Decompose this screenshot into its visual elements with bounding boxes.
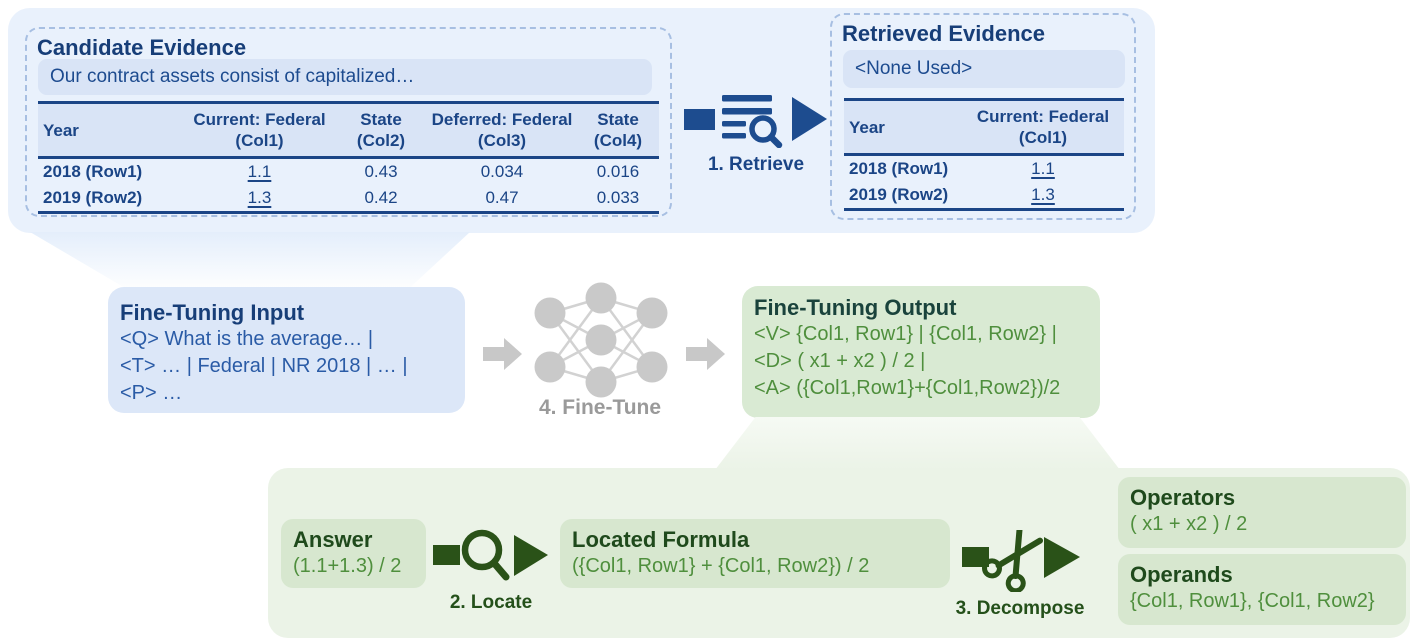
table-cell: 1.1 [962, 155, 1124, 183]
retrieved-evidence-box: Retrieved Evidence <None Used> Year Curr… [830, 13, 1136, 220]
decompose-arrow-with-scissors-icon [962, 524, 1080, 594]
highlighted-value: 1.3 [1031, 185, 1055, 204]
answer-title: Answer [293, 527, 373, 552]
table-cell: 1.3 [184, 185, 335, 213]
row-label: 2019 (Row2) [43, 188, 143, 207]
table-cell: 0.016 [596, 162, 640, 181]
formula-panel-tail [715, 417, 1120, 470]
located-formula-title: Located Formula [572, 527, 750, 552]
fine-tuning-input-card: Fine-Tuning Input <Q> What is the averag… [108, 287, 465, 413]
output-line-d: <D> ( x1 + x2 ) / 2 | [754, 350, 926, 372]
neural-network-icon [534, 282, 668, 398]
answer-card: Answer (1.1+1.3) / 2 [281, 519, 426, 588]
column-header: Current: Federal (Col1) [962, 99, 1124, 156]
table-row: 2018 (Row1) 1.1 0.43 0.034 0.016 [38, 158, 659, 186]
decompose-step: 3. Decompose [955, 524, 1085, 620]
input-line-q: <Q> What is the average… | [120, 328, 374, 350]
magnifier-icon [461, 529, 510, 581]
locate-step: 2. Locate [430, 524, 552, 614]
operands-title: Operands [1130, 562, 1233, 587]
locate-arrow-with-magnifier-icon [433, 529, 548, 581]
candidate-evidence-snippet: Our contract assets consist of capitaliz… [38, 59, 652, 95]
highlighted-value: 1.1 [247, 162, 272, 181]
table-row: 2018 (Row1) 1.1 [844, 155, 1124, 183]
table-header-row: Year Current: Federal (Col1) State (Col2… [38, 102, 659, 159]
operators-card: Operators ( x1 + x2 ) / 2 [1118, 477, 1406, 548]
table-cell: 1.1 [184, 158, 335, 186]
retrieved-evidence-table: Year Current: Federal (Col1) 2018 (Row1)… [844, 98, 1124, 211]
decompose-step-label: 3. Decompose [955, 598, 1085, 619]
answer-formula: (1.1+1.3) / 2 [293, 555, 402, 577]
candidate-evidence-box: Candidate Evidence Our contract assets c… [25, 27, 672, 217]
output-line-v: <V> {Col1, Row1} | {Col1, Row2} | [754, 323, 1057, 345]
column-header: State (Col4) [577, 102, 659, 159]
table-row: 2019 (Row2) 1.3 [844, 182, 1124, 210]
list-search-icon [722, 95, 783, 149]
evidence-panel-tail [30, 232, 470, 289]
scissors-icon [981, 524, 1044, 594]
table-cell: 0.47 [485, 188, 519, 207]
locate-step-label: 2. Locate [449, 592, 533, 613]
candidate-evidence-table: Year Current: Federal (Col1) State (Col2… [38, 101, 659, 214]
candidate-evidence-title: Candidate Evidence [37, 35, 247, 60]
table-cell: 0.42 [364, 188, 398, 207]
operators-title: Operators [1130, 485, 1236, 510]
table-row: 2019 (Row2) 1.3 0.42 0.47 0.033 [38, 185, 659, 213]
retrieved-evidence-snippet: <None Used> [843, 50, 1125, 88]
column-header: Current: Federal (Col1) [184, 102, 335, 159]
row-label: 2019 (Row2) [849, 185, 949, 204]
table-header-row: Year Current: Federal (Col1) [844, 99, 1124, 156]
operators-formula: ( x1 + x2 ) / 2 [1130, 513, 1248, 535]
column-header: State (Col2) [335, 102, 427, 159]
column-header: Year [38, 102, 184, 159]
fine-tuning-output-title: Fine-Tuning Output [754, 295, 957, 320]
flow-arrow-icon [686, 338, 725, 370]
table-cell: 0.43 [364, 162, 398, 181]
fine-tuning-output-card: Fine-Tuning Output <V> {Col1, Row1} | {C… [742, 286, 1100, 418]
input-line-p: <P> … [120, 382, 183, 404]
row-label: 2018 (Row1) [849, 159, 949, 178]
retrieved-evidence-title: Retrieved Evidence [842, 21, 1045, 46]
row-label: 2018 (Row1) [43, 162, 143, 181]
retrieve-arrow-with-list-search-icon [684, 95, 827, 149]
column-header: Year [844, 99, 962, 156]
table-cell: 1.3 [962, 182, 1124, 210]
located-formula-card: Located Formula ({Col1, Row1} + {Col1, R… [560, 519, 950, 588]
column-header: Deferred: Federal (Col3) [427, 102, 577, 159]
fine-tuning-input-title: Fine-Tuning Input [120, 300, 305, 325]
output-line-a: <A> ({Col1,Row1}+{Col1,Row2})/2 [754, 377, 1061, 399]
fine-tune-step-label: 4. Fine-Tune [538, 396, 662, 419]
input-line-t: <T> … | Federal | NR 2018 | … | [120, 355, 408, 377]
table-cell: 0.034 [480, 162, 524, 181]
retrieve-step: 1. Retrieve [681, 90, 831, 176]
flow-arrow-icon [483, 338, 522, 370]
highlighted-value: 1.3 [247, 188, 272, 207]
operands-card: Operands {Col1, Row1}, {Col1, Row2} [1118, 554, 1406, 625]
retrieve-step-label: 1. Retrieve [707, 154, 805, 175]
highlighted-value: 1.1 [1031, 159, 1055, 178]
located-formula-text: ({Col1, Row1} + {Col1, Row2}) / 2 [572, 555, 870, 577]
operands-formula: {Col1, Row1}, {Col1, Row2} [1130, 590, 1375, 612]
table-cell: 0.033 [596, 188, 640, 207]
